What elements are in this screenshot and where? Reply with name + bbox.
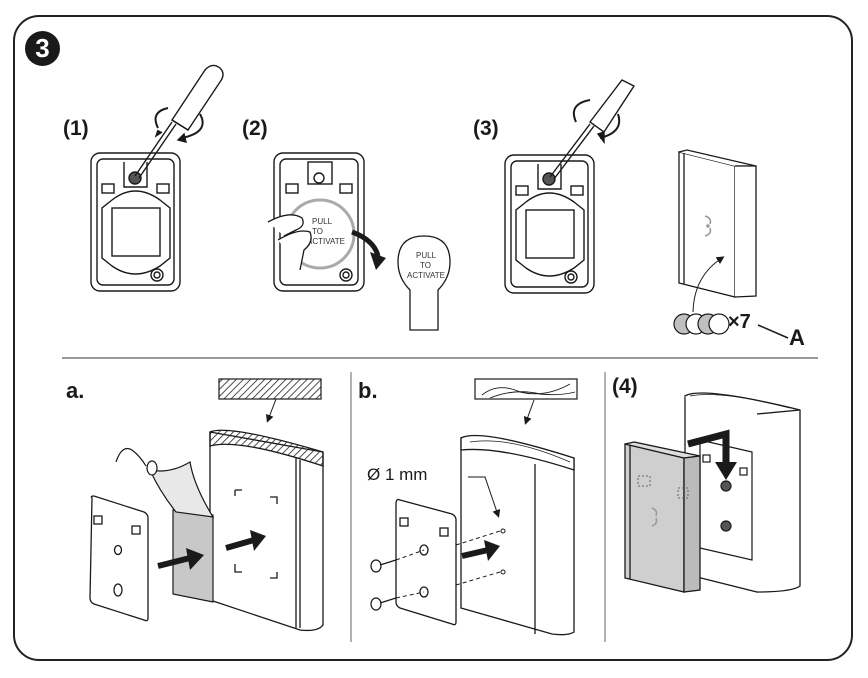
pull-tab xyxy=(397,235,451,331)
adhesive-liner xyxy=(148,461,215,518)
wall-block-b xyxy=(460,434,575,636)
panel-label-1: (1) xyxy=(63,117,89,140)
panel-1-housing xyxy=(90,152,181,292)
screwdriver-3 xyxy=(549,79,636,180)
wood-surface-swatch xyxy=(474,378,578,400)
figure-frame xyxy=(13,15,853,661)
hand-peel-icon xyxy=(115,447,158,476)
panel-label-a: a. xyxy=(66,378,85,403)
pull-tab-text-line1: PULL xyxy=(312,217,333,226)
screw-icon xyxy=(370,559,397,611)
sensor-device-4 xyxy=(624,441,701,593)
step-number-badge: 3 xyxy=(25,31,60,66)
wireless-icon xyxy=(651,507,658,527)
arrow-right-icon xyxy=(157,555,191,569)
svg-text:PULL: PULL xyxy=(416,251,437,260)
panel-3-housing xyxy=(504,154,595,294)
panel-label-4: (4) xyxy=(612,375,638,398)
sensor-device xyxy=(678,149,757,298)
pull-tab-text-line3: ACTIVATE xyxy=(307,237,345,246)
panel-label-2: (2) xyxy=(242,117,268,140)
tile-surface-swatch xyxy=(218,378,322,400)
arrow-down-icon xyxy=(687,429,730,462)
screw-guide-lines xyxy=(395,530,501,599)
arrow-right-icon xyxy=(225,537,255,551)
svg-text:ACTIVATE: ACTIVATE xyxy=(407,271,445,280)
pull-tab-text-line2: TO xyxy=(312,227,323,236)
battery-coins-icon xyxy=(673,313,730,335)
svg-text:TO: TO xyxy=(420,261,431,270)
wall-block-a xyxy=(209,429,324,632)
part-leader-line xyxy=(757,324,789,339)
battery-pointer-arrow xyxy=(692,256,725,313)
screwdriver-1 xyxy=(134,64,224,179)
wireless-icon xyxy=(704,215,712,237)
pull-arrow-icon xyxy=(351,229,381,257)
mounting-plate-b xyxy=(395,498,457,626)
mounting-plate-a xyxy=(89,495,149,622)
dimension-leader xyxy=(468,476,501,518)
panel-label-3: (3) xyxy=(473,117,499,140)
hand-fingers-icon xyxy=(267,214,312,271)
panel-label-b: b. xyxy=(358,378,378,403)
hole-dimension-label: Ø 1 mm xyxy=(367,465,428,484)
quantity-label: ×7 xyxy=(728,311,751,333)
arrow-right-icon xyxy=(461,547,489,559)
part-letter-label: A xyxy=(789,325,805,350)
